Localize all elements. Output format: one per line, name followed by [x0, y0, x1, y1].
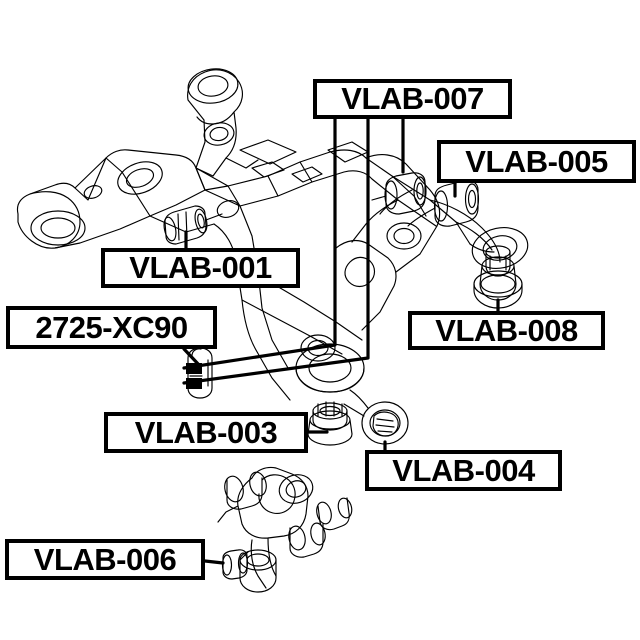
part-label-vlab004[interactable]: VLAB-004 — [365, 450, 562, 491]
bushing-vlab007-subframe — [371, 172, 427, 215]
part-label-text: VLAB-001 — [129, 250, 272, 285]
left-control-arm — [16, 149, 229, 249]
bushing-vlab005 — [407, 179, 480, 227]
part-label-2725-xc90[interactable]: 2725-XC90 — [6, 306, 217, 349]
knuckle-assembly — [217, 466, 353, 593]
leader-vlab007-b — [182, 117, 370, 385]
part-label-vlab001[interactable]: VLAB-001 — [101, 248, 300, 288]
part-label-vlab008[interactable]: VLAB-008 — [408, 311, 605, 350]
part-label-vlab007[interactable]: VLAB-007 — [313, 79, 512, 119]
part-label-text: VLAB-007 — [341, 81, 484, 116]
upper-link-arm — [187, 68, 259, 177]
leader-vlab006 — [203, 559, 225, 565]
part-label-text: VLAB-004 — [392, 452, 535, 488]
part-label-vlab005[interactable]: VLAB-005 — [437, 140, 636, 183]
leader-2725xc90 — [182, 347, 202, 368]
part-label-text: VLAB-005 — [465, 143, 608, 179]
part-label-vlab003[interactable]: VLAB-003 — [104, 412, 308, 453]
part-label-vlab006[interactable]: VLAB-006 — [5, 539, 205, 580]
bushing-vlab001 — [163, 200, 240, 245]
part-label-text: 2725-XC90 — [35, 309, 188, 345]
part-label-text: VLAB-006 — [33, 541, 177, 577]
part-label-text: VLAB-008 — [435, 312, 578, 348]
leader-vlab007-a — [182, 117, 337, 370]
bushing-vlab003 — [307, 401, 353, 446]
bushing-vlab004 — [343, 389, 409, 445]
part-label-text: VLAB-003 — [134, 414, 278, 450]
